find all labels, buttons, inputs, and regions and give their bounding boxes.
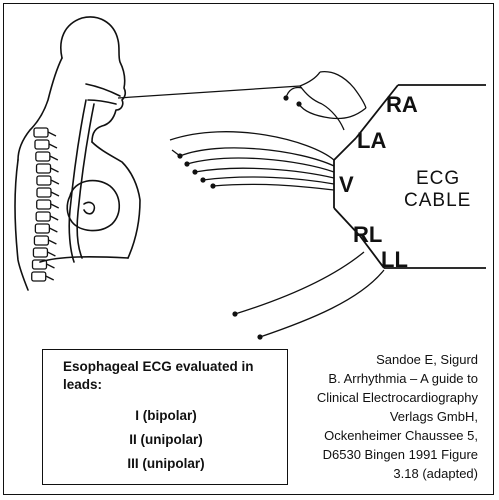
rib-stub — [50, 191, 60, 197]
nasal-passage — [85, 83, 121, 97]
rib-stub — [50, 167, 59, 173]
esophagus — [68, 99, 87, 263]
lead-label-ra: RA — [386, 92, 418, 117]
rib-stub — [47, 131, 57, 137]
info-box-item: I (bipolar) — [135, 408, 197, 423]
spine — [31, 127, 60, 282]
vertebra — [34, 139, 50, 150]
vertebra — [32, 247, 49, 258]
vertebra — [36, 199, 52, 210]
cable-label-line2: CABLE — [404, 190, 471, 211]
mouth-cavity — [87, 99, 117, 105]
vertebra — [35, 151, 51, 162]
citation-line: B. Arrhythmia – A guide to — [328, 371, 478, 386]
info-box-item: III (unipolar) — [127, 456, 205, 471]
info-box-title: Esophageal ECG evaluated in leads: — [63, 359, 254, 392]
vertebra — [35, 211, 51, 222]
heart — [66, 179, 121, 232]
vertebra — [33, 127, 49, 138]
rib-stub — [49, 215, 59, 221]
esophagus-wall — [76, 103, 95, 259]
rib-stub — [47, 251, 56, 257]
leg-lead-wires — [234, 251, 385, 338]
rib-stub — [46, 263, 55, 269]
ecg-cable-body — [333, 84, 486, 269]
cable-label-line1: ECG — [416, 168, 460, 189]
citation-line: Sandoe E, Sigurd — [376, 352, 478, 367]
citation: Sandoe E, Sigurd B. Arrhythmia – A guide… — [290, 350, 478, 483]
lead-label-la: LA — [357, 128, 386, 153]
info-box: Esophageal ECG evaluated in leads: I (bi… — [42, 349, 288, 485]
lead-label-v: V — [339, 172, 354, 197]
head-outline — [60, 16, 127, 143]
rib-stub — [48, 143, 58, 149]
neck-outline — [17, 57, 63, 161]
citation-line: Clinical Electrocardiography — [316, 390, 478, 405]
torso-front — [91, 141, 141, 259]
vertebra — [36, 175, 52, 186]
lead-label-ll: LL — [381, 247, 408, 272]
rib-stub — [50, 179, 60, 185]
vertebra — [33, 235, 50, 246]
rib-stub — [48, 239, 57, 245]
lead-label-rl: RL — [353, 222, 382, 247]
citation-line: D6530 Bingen 1991 Figure — [322, 447, 478, 462]
vertebra — [31, 271, 47, 282]
esophageal-lead-wire — [117, 71, 323, 105]
citation-line: Ockenheimer Chaussee 5, — [324, 428, 478, 443]
abdomen-line — [39, 256, 129, 263]
citation-line: Verlags GmbH, — [389, 409, 478, 424]
torso-back — [14, 159, 29, 291]
citation-line: 3.18 (adapted) — [393, 466, 478, 481]
v-lead-bundle — [169, 131, 335, 191]
rib-stub — [49, 227, 58, 233]
rib-stub — [45, 275, 55, 281]
info-box-item: II (unipolar) — [129, 432, 203, 447]
arm-lead-wires — [285, 70, 367, 131]
vertebra — [34, 223, 51, 234]
heart-inner — [83, 201, 96, 215]
vertebra — [35, 163, 52, 174]
vertebra — [36, 187, 52, 198]
rib-stub — [49, 155, 59, 161]
rib-stub — [50, 203, 60, 209]
